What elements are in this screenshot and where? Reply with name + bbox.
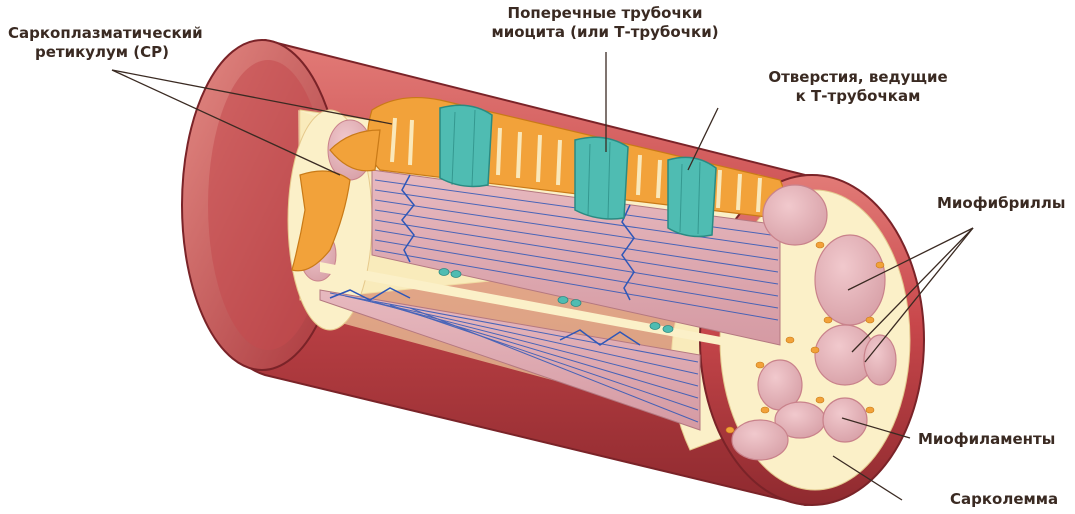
- label-myofilaments: Миофиламенты: [918, 430, 1055, 449]
- label-myofibrils: Миофибриллы: [937, 194, 1065, 213]
- label-openings-line-2: к Т-трубочкам: [738, 87, 978, 106]
- label-sr-line-1: Саркоплазматический: [8, 24, 203, 43]
- label-t-tubule-openings: Отверстия, ведущие к Т-трубочкам: [738, 68, 978, 106]
- label-t-tubules: Поперечные трубочки миоцита (или Т-трубо…: [480, 4, 730, 42]
- label-sarcolemma: Сарколемма: [950, 490, 1058, 509]
- label-ttubules-line-2: миоцита (или Т-трубочки): [480, 23, 730, 42]
- label-ttubules-line-1: Поперечные трубочки: [480, 4, 730, 23]
- label-sr-line-2: ретикулум (СР): [8, 43, 196, 62]
- label-openings-line-1: Отверстия, ведущие: [738, 68, 978, 87]
- label-sarcoplasmic-reticulum: Саркоплазматический ретикулум (СР): [8, 24, 203, 62]
